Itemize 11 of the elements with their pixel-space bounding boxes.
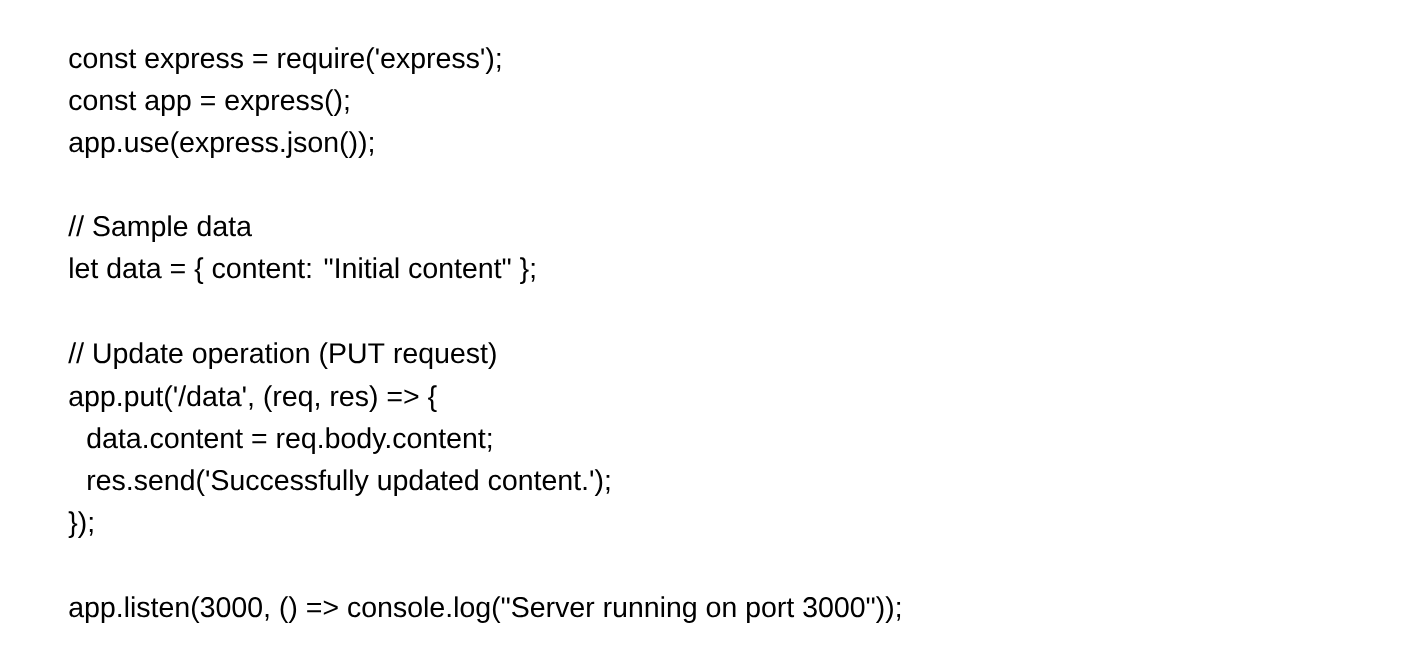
code-line: res.send('Successfully updated content.'); xyxy=(88,469,610,496)
code-line: }); xyxy=(68,511,93,538)
code-line: // Update operation (PUT request) xyxy=(68,342,496,369)
code-line: let data = { content: "Initial content" }; xyxy=(70,257,535,284)
code-line: app.put('/data', (req, res) => { xyxy=(69,385,437,412)
code-line: // Sample data xyxy=(68,215,252,242)
code-line: data.content = req.body.content; xyxy=(87,427,492,454)
code-line: app.listen(3000, () => console.log("Server running on port 3000")); xyxy=(69,596,901,623)
code-line: const app = express(); xyxy=(69,89,349,116)
code-line: const express = require('express'); xyxy=(69,47,501,74)
code-line: app.use(express.json()); xyxy=(69,131,373,158)
